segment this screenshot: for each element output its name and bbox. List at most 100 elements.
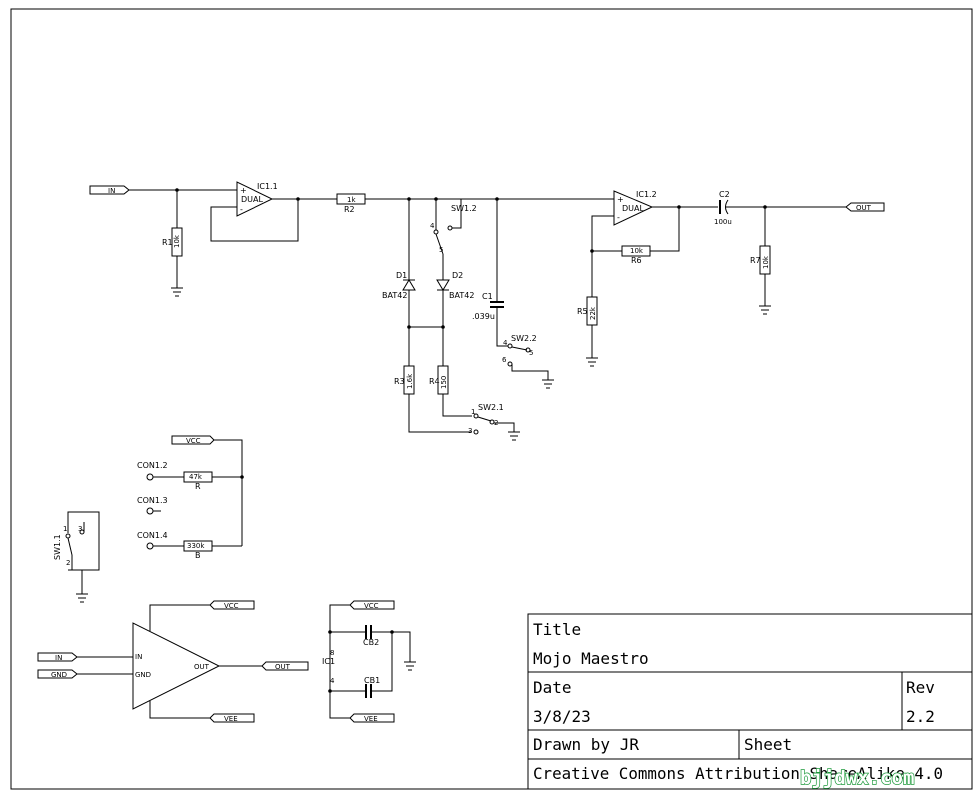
switch-sw22: 4 5 6 SW2.2 — [502, 334, 554, 389]
output-port: OUT — [845, 202, 885, 212]
sw21-pin3: 3 — [468, 427, 472, 435]
connector-con13: CON1.3 — [137, 496, 168, 515]
pot-b-label: B — [195, 551, 201, 560]
r5-ref: R5 — [577, 307, 588, 316]
resistor-r5: 22k R5 — [577, 251, 598, 367]
sheet-border — [10, 8, 973, 790]
title-label: Title — [533, 620, 581, 639]
input-port: IN — [89, 185, 130, 195]
connector-con14: CON1.4 330k B — [137, 531, 242, 560]
r4-ref: R4 — [429, 377, 440, 386]
title-value: Mojo Maestro — [533, 649, 649, 668]
vee-opamp-label: VEE — [224, 715, 238, 723]
sw21-pin1: 1 — [471, 408, 475, 416]
sw22-pin4: 4 — [503, 339, 508, 347]
r6-ref: R6 — [631, 256, 642, 265]
ic1-pin4: 4 — [330, 677, 335, 685]
c2-ref: C2 — [719, 190, 730, 199]
svg-text:-: - — [617, 213, 620, 222]
resistor-r2: 1k R2 — [336, 193, 366, 214]
sw11-pin2: 2 — [66, 559, 70, 567]
con14-ref: CON1.4 — [137, 531, 168, 540]
sw11-pin3: 3 — [78, 525, 82, 533]
opamp-pin-gnd: GND — [135, 671, 151, 679]
r1-value: 10k — [173, 234, 181, 248]
opamp-pin-out: OUT — [194, 663, 210, 671]
in-opamp-label: IN — [55, 654, 62, 662]
svg-text:+: + — [617, 195, 624, 204]
pot-b-value: 330k — [187, 542, 205, 550]
capacitor-c2: C2 100u — [714, 190, 846, 226]
d2-ref: D2 — [452, 271, 463, 280]
sheet-label: Sheet — [744, 735, 792, 754]
vcc-pot-label: VCC — [186, 437, 201, 445]
switch-sw21: 1 2 3 SW2.1 — [468, 403, 520, 441]
r3-value: 1.6k — [406, 373, 414, 389]
sw21-ref: SW2.1 — [478, 403, 504, 412]
c1-value: .039u — [472, 312, 495, 321]
capacitor-c1: C1 .039u — [472, 199, 508, 347]
drawn-by: Drawn by JR — [533, 735, 639, 754]
opamp-pin-in: IN — [135, 653, 142, 661]
r2-ref: R2 — [344, 205, 355, 214]
resistor-r3: 1.6k R3 — [394, 365, 472, 433]
r7-value: 10k — [762, 255, 770, 269]
resistor-r4: 150 R4 — [429, 365, 472, 417]
pot-r-value: 47k — [189, 473, 203, 481]
r2-value: 1k — [347, 196, 356, 204]
rev-value: 2.2 — [906, 707, 935, 726]
r7-ref: R7 — [750, 256, 761, 265]
power-section: VCC VEE IC1 8 4 CB2 CB1 — [322, 600, 416, 723]
rev-label: Rev — [906, 678, 935, 697]
ic1-ref: IC1 — [322, 657, 335, 666]
connector-con12: CON1.2 47k R — [137, 461, 242, 491]
sw22-ref: SW2.2 — [511, 334, 537, 343]
watermark-text: bjjdwx.com — [800, 767, 914, 789]
d1-value: BAT42 — [382, 291, 407, 300]
con13-ref: CON1.3 — [137, 496, 168, 505]
sw12-pin4: 4 — [430, 222, 435, 230]
c2-value: 100u — [714, 218, 732, 226]
cb1-ref: CB1 — [364, 676, 380, 685]
opamp-block: IN GND OUT VCC VEE IN GND OUT — [37, 600, 309, 723]
vcc-opamp-label: VCC — [224, 602, 239, 610]
con12-ref: CON1.2 — [137, 461, 168, 470]
r6-value: 10k — [630, 247, 644, 255]
ground-symbol — [171, 287, 183, 297]
ic11-ref: IC1.1 — [257, 182, 278, 191]
ic11-value: DUAL — [241, 195, 263, 204]
d1-ref: D1 — [396, 271, 407, 280]
switch-sw12: 4 5 SW1.2 — [430, 199, 477, 280]
resistor-r6: 10k R6 — [621, 207, 680, 265]
date-label: Date — [533, 678, 572, 697]
r1-ref: R1 — [162, 238, 173, 247]
resistor-r7: 10k R7 — [750, 207, 771, 315]
ic12-value: DUAL — [622, 204, 644, 213]
date-value: 3/8/23 — [533, 707, 591, 726]
sw12-pin5: 5 — [439, 246, 443, 254]
sw11-pin1: 1 — [63, 525, 67, 533]
r4-value: 150 — [440, 376, 448, 389]
output-port-label: OUT — [856, 204, 872, 212]
title-block: Title Mojo Maestro Date 3/8/23 Rev 2.2 D… — [527, 613, 973, 790]
ic12-ref: IC1.2 — [636, 190, 657, 199]
out-opamp-label: OUT — [275, 663, 291, 671]
vcc-port-pot: VCC — [171, 435, 244, 546]
license-text: Creative Commons Attribution-ShareAlike … — [533, 764, 943, 783]
cb2-ref: CB2 — [363, 638, 379, 647]
opamp-ic11: + - DUAL IC1.1 — [210, 181, 337, 242]
pot-r-label: R — [195, 482, 201, 491]
svg-text:-: - — [240, 205, 243, 214]
input-port-label: IN — [108, 187, 115, 195]
vcc-ps-label: VCC — [364, 602, 379, 610]
svg-text:+: + — [240, 186, 247, 195]
ic1-pin8: 8 — [330, 649, 334, 657]
sw22-pin6: 6 — [502, 356, 507, 364]
vee-ps-label: VEE — [364, 715, 378, 723]
resistor-r1: 10k R1 — [162, 190, 183, 288]
diode-d1: D1 BAT42 — [382, 199, 416, 366]
switch-sw11: SW1.1 1 2 3 — [53, 511, 100, 603]
sw11-ref: SW1.1 — [53, 534, 62, 560]
c1-ref: C1 — [482, 292, 493, 301]
